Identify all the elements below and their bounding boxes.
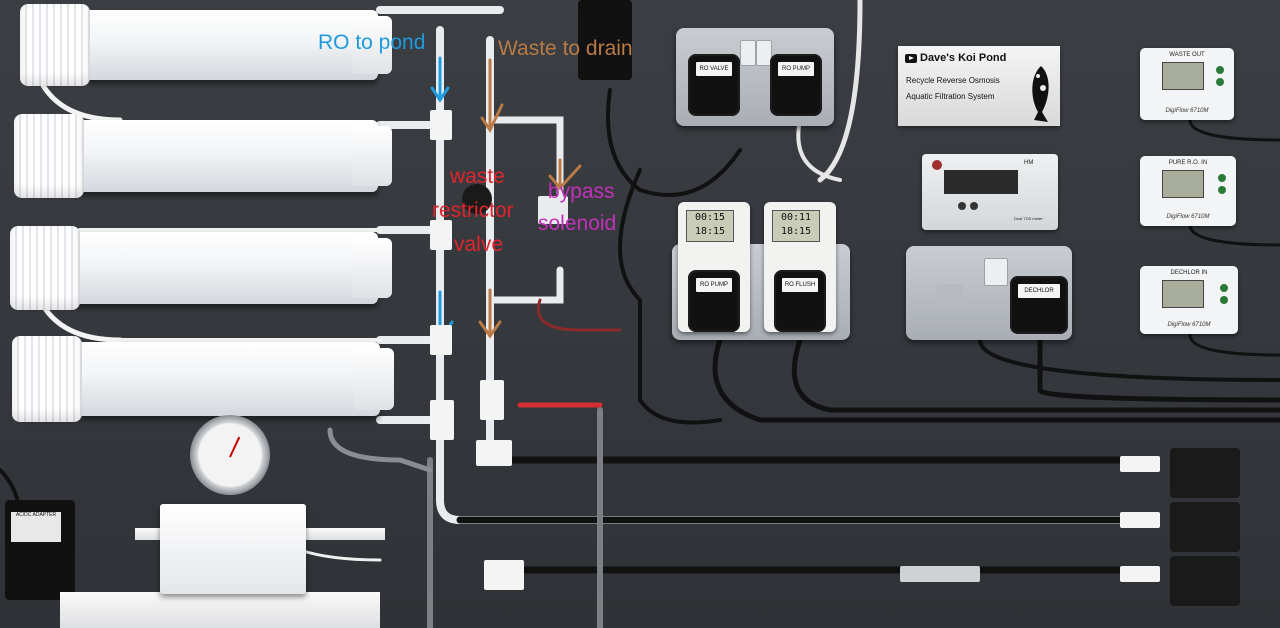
plug-ro-flush: RO FLUSH [774, 270, 826, 332]
annotation-ro-to-pond: RO to pond [318, 31, 426, 54]
flow-meter-title: DECHLOR IN [1170, 270, 1208, 276]
flow-meter-waste-out: WASTE OUT DigiFlow 6710M [1140, 48, 1234, 120]
youtube-play-icon [905, 54, 917, 63]
pressure-gauge [190, 415, 270, 495]
tds-brand: HM [1024, 160, 1034, 166]
flow-meter-dechlor-in: DECHLOR IN DigiFlow 6710M [1140, 266, 1238, 334]
koi-fish-icon [1032, 66, 1049, 122]
annotation-waste-line-2: restrictor [432, 199, 514, 222]
annotation-waste-to-drain: Waste to drain [498, 37, 633, 60]
ac-dc-adapter: AC/DC ADAPTER [5, 500, 75, 600]
plug-label: RO PUMP [778, 62, 814, 76]
inline-check-valve [900, 566, 980, 582]
tee-fitting [430, 220, 452, 250]
pump-shelf-base [60, 592, 380, 628]
dave-koi-pond-sign: Dave's Koi Pond Recycle Reverse Osmosis … [898, 46, 1060, 126]
solenoid-valve-3 [1170, 556, 1240, 606]
ro-membrane-housing-2 [14, 114, 392, 198]
plug-label: DECHLOR [1018, 284, 1060, 298]
annotation-bypass-line-2: solenoid [538, 212, 617, 235]
plug-ro-pump: RO PUMP [770, 54, 822, 116]
button-icon [970, 202, 978, 210]
plug-dechlor: DECHLOR [1010, 276, 1068, 334]
tds-model: Dual TDS meter [1014, 216, 1043, 221]
sign-line-1: Recycle Reverse Osmosis [906, 76, 1000, 85]
push-fitting [1120, 512, 1160, 528]
button-icon [958, 202, 966, 210]
flow-meter-brand: DigiFlow 6710M [1167, 322, 1211, 328]
tee-fitting [430, 400, 454, 440]
timer-line-2: 18:15 [694, 226, 726, 237]
plug-ro-pump-timer: RO PUMP [688, 270, 740, 332]
plug-label: RO PUMP [696, 278, 732, 292]
flow-meter-pure-ro-in: PURE R.O. IN DigiFlow 6710M [1140, 156, 1236, 226]
tds-display [944, 170, 1018, 194]
sign-line-2: Aquatic Filtration System [906, 92, 995, 101]
tee-fitting [480, 380, 504, 420]
plug-label: RO FLUSH [782, 278, 818, 292]
annotation-waste-line-3: valve [454, 233, 504, 256]
tee-fitting [430, 110, 452, 140]
power-led-icon [932, 160, 942, 170]
solenoid-valve-2 [1170, 502, 1240, 552]
flow-meter-title: PURE R.O. IN [1168, 160, 1208, 166]
annotation-waste-line-1: waste [450, 165, 505, 188]
elbow-fitting [484, 560, 524, 590]
waste-restrictor-valve-knob [462, 184, 492, 214]
flow-meter-brand: DigiFlow 6710M [1166, 214, 1210, 220]
timer-line-1: 00:11 [780, 212, 812, 223]
plug-ro-valve: RO VALVE [688, 54, 740, 116]
booster-pump [160, 504, 306, 594]
sign-title: Dave's Koi Pond [920, 52, 1007, 64]
bypass-solenoid-body [538, 196, 568, 224]
timer-line-2: 18:15 [780, 226, 812, 237]
timer-line-1: 00:15 [694, 212, 726, 223]
flow-meter-title: WASTE OUT [1169, 52, 1205, 58]
tds-meter: HM Dual TDS meter [922, 154, 1058, 230]
ro-membrane-housing-4 [12, 336, 394, 422]
plug-label: RO VALVE [696, 62, 732, 76]
flow-meter-brand: DigiFlow 6710M [1165, 108, 1209, 114]
elbow-fitting [476, 440, 512, 466]
tee-fitting [430, 325, 452, 355]
push-fitting [1120, 456, 1160, 472]
power-supply-brick [578, 0, 632, 80]
ro-membrane-housing-3 [10, 226, 392, 310]
push-fitting [1120, 566, 1160, 582]
solenoid-valve-1 [1170, 448, 1240, 498]
ro-membrane-housing-1 [20, 4, 392, 86]
annotation-bypass-line-1: bypass [548, 180, 615, 203]
adapter-label: AC/DC ADAPTER [11, 512, 61, 542]
